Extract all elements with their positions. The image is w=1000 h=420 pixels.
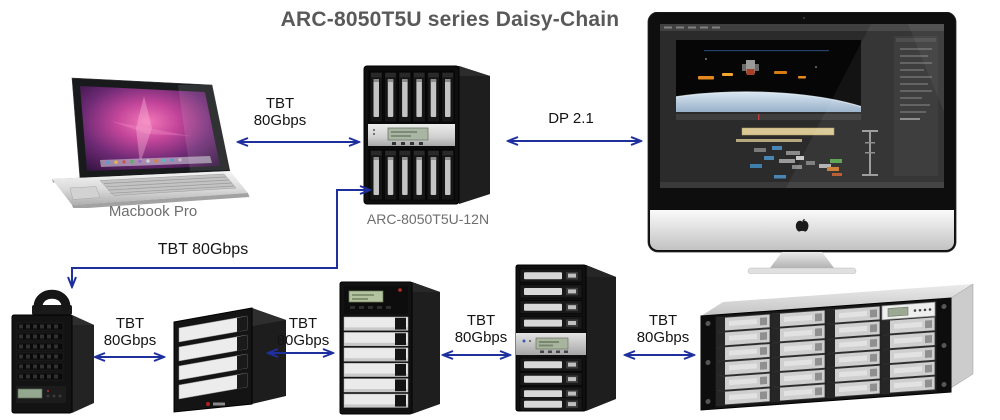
expansion3-side (412, 282, 440, 414)
main-tower-side (459, 66, 490, 204)
link-label-macbook-tower: TBT 80Gbps (253, 95, 307, 130)
imac-camera (802, 16, 806, 20)
expansion3-illustration (339, 281, 440, 415)
expansion2-illustration (173, 307, 286, 413)
expansion4-lcd-screen (535, 337, 569, 350)
imac-screen-glare (786, 24, 944, 188)
imac-base (747, 267, 857, 274)
main-tower-device (362, 56, 497, 208)
rackmount-top (701, 284, 973, 316)
macbook-device (40, 76, 255, 208)
link-label-dp21: DP 2.1 (548, 110, 594, 127)
link-label-expansion1-2: TBT 80Gbps (103, 315, 157, 350)
imac-clip-bar (741, 127, 835, 136)
expansion1-device (8, 285, 100, 417)
imac-device (646, 12, 964, 274)
link-label-expansion2-3: TBT 80Gbps (276, 315, 330, 350)
rackmount-front (700, 297, 952, 411)
main-tower-illustration (363, 65, 490, 205)
expansion4-side (586, 265, 616, 411)
expansion1-lcd-screen (17, 388, 43, 399)
expansion3-device (336, 270, 448, 420)
imac-illustration (647, 12, 957, 274)
expansion2-logo (206, 402, 210, 406)
link-label-tower-expansion: TBT 80Gbps (157, 241, 249, 258)
imac-display-content (660, 24, 944, 188)
macbook-screen-wallpaper (80, 86, 220, 171)
rackmount-side (950, 283, 974, 389)
link-label-expansion3-4: TBT 80Gbps (454, 312, 508, 347)
macbook-illustration (52, 77, 250, 208)
diagram-title: ARC-8050T5U series Daisy-Chain (280, 8, 620, 31)
rackmount-illustration (700, 283, 974, 411)
link-label-expansion4-rack: TBT 80Gbps (636, 312, 690, 347)
expansion2-device (166, 294, 308, 416)
expansion3-lcd-screen (348, 290, 384, 303)
imac-stand (770, 252, 834, 268)
rackmount-lcd-screen (887, 306, 909, 317)
macbook-label: Macbook Pro (108, 203, 198, 220)
satellite (746, 60, 755, 73)
macbook-trackpad (69, 186, 101, 200)
main-tower-lcd-screen (387, 127, 429, 141)
rackmount-device (695, 276, 997, 418)
expansion3-trays (343, 316, 409, 408)
apple-logo-icon (795, 219, 809, 232)
imac-timeline-ruler (676, 114, 861, 120)
expansion4-illustration (515, 264, 616, 412)
expansion1-illustration (11, 289, 94, 414)
carry-handle (33, 289, 71, 312)
expansion1-side (72, 315, 94, 413)
expansion4-device (512, 253, 624, 419)
expansion1-slots (16, 322, 64, 381)
main-tower-label: ARC-8050T5U-12N (366, 211, 490, 227)
expansion2-trays (178, 315, 248, 400)
